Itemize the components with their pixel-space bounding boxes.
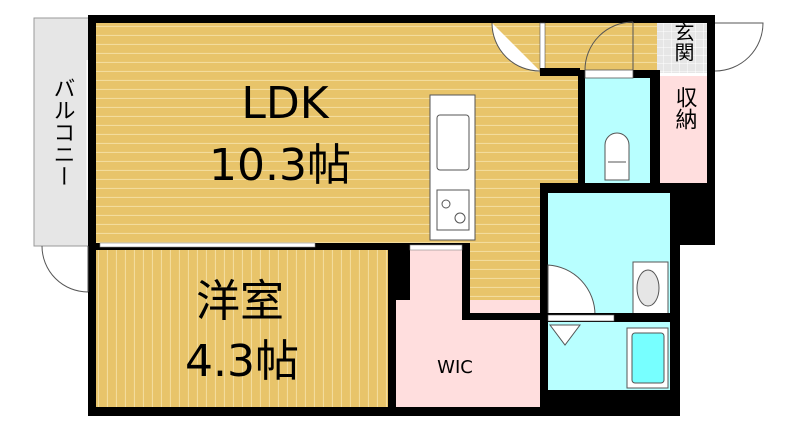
entrance-label: 玄関 [671,22,695,62]
ldk-size: 10.3帖 [209,140,351,191]
ldk-floor [96,23,580,245]
ldk-label: LDK [241,78,329,129]
western-room-size: 4.3帖 [185,336,299,387]
toilet-icon [604,132,630,181]
storage-label: 収納 [672,86,698,130]
wall [88,15,715,23]
western-room-label: 洋室 [196,276,284,327]
stove-icon [436,189,470,231]
washbasin-icon [632,261,669,315]
western-room-floor [96,250,390,407]
balcony [33,17,91,247]
entrance-floor [657,23,707,73]
storage [660,76,707,183]
bathtub-icon [626,327,669,389]
balcony-label: バルコニー [50,77,75,187]
wic-label: WIC [437,357,473,378]
kitchen-counter [429,94,476,241]
